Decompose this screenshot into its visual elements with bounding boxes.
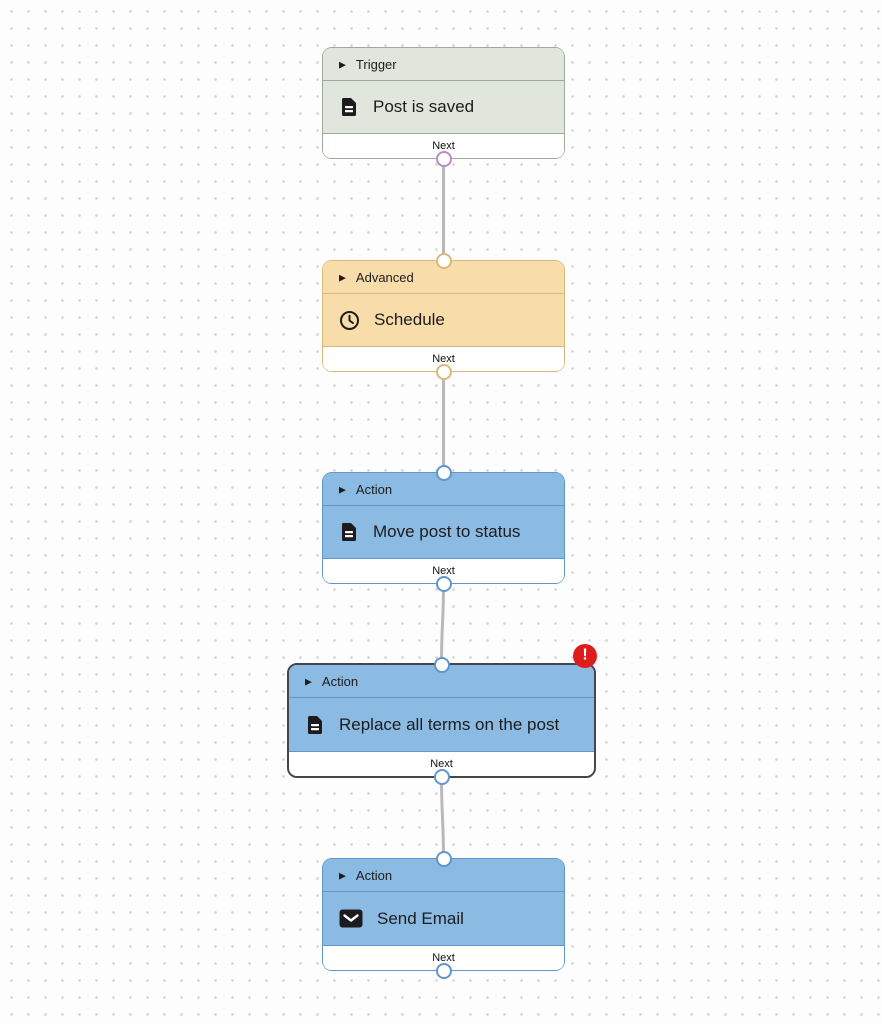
node-header[interactable]: ▶ Action — [323, 859, 564, 892]
node-category-label: Advanced — [355, 269, 414, 285]
collapse-arrow-icon[interactable]: ▶ — [305, 676, 312, 686]
exclamation-icon: ! — [582, 646, 588, 664]
node-advanced-schedule[interactable]: ▶ Advanced Schedule Next — [322, 252, 565, 380]
output-port[interactable] — [435, 150, 452, 167]
node-trigger-post-is-saved[interactable]: ▶ Trigger Post is saved Next — [322, 47, 565, 167]
node-title: Schedule — [374, 310, 445, 329]
output-port[interactable] — [435, 575, 452, 592]
next-port-label: Next — [432, 565, 455, 577]
node-title: Post is saved — [373, 97, 475, 116]
input-port[interactable] — [433, 656, 450, 673]
node-title: Send Email — [377, 908, 464, 928]
node-category-label: Action — [321, 673, 359, 689]
connection-edge — [440, 582, 445, 665]
input-port[interactable] — [435, 850, 452, 867]
next-port-label: Next — [430, 758, 453, 770]
collapse-arrow-icon[interactable]: ▶ — [339, 272, 346, 282]
node-header[interactable]: ▶ Trigger — [323, 48, 564, 81]
output-port[interactable] — [435, 962, 452, 979]
document-icon — [339, 522, 359, 542]
connection-edge — [440, 776, 445, 860]
collapse-arrow-icon[interactable]: ▶ — [339, 870, 346, 880]
input-port[interactable] — [435, 464, 452, 481]
node-body[interactable]: Send Email — [323, 892, 564, 945]
clock-icon — [339, 310, 360, 331]
output-port[interactable] — [435, 363, 452, 380]
next-port-label: Next — [432, 353, 455, 365]
node-category-label: Action — [355, 867, 393, 883]
node-body[interactable]: Schedule — [323, 294, 564, 346]
node-title: Move post to status — [373, 522, 521, 541]
document-icon — [305, 715, 325, 735]
collapse-arrow-icon[interactable]: ▶ — [339, 59, 346, 69]
document-icon — [339, 97, 359, 117]
output-port[interactable] — [433, 768, 450, 785]
collapse-arrow-icon[interactable]: ▶ — [339, 484, 346, 494]
input-port[interactable] — [435, 252, 452, 269]
node-action-send-email[interactable]: ▶ Action Send Email Next — [322, 850, 565, 979]
node-body[interactable]: Move post to status — [323, 506, 564, 558]
next-port-label: Next — [432, 952, 455, 964]
node-category-label: Trigger — [355, 56, 397, 72]
next-port-label: Next — [432, 140, 455, 152]
error-badge: ! — [573, 644, 597, 668]
node-footer: Next — [323, 558, 564, 583]
node-action-replace-all-terms[interactable]: ! ▶ Action Replace all terms on the post… — [287, 644, 597, 785]
email-icon — [339, 909, 363, 928]
node-category-label: Action — [355, 481, 393, 497]
node-action-move-post-to-status[interactable]: ▶ Action Move post to status Next — [322, 464, 565, 592]
node-title: Replace all terms on the post — [339, 714, 560, 734]
node-body[interactable]: Replace all terms on the post — [289, 698, 594, 751]
node-body[interactable]: Post is saved — [323, 81, 564, 133]
